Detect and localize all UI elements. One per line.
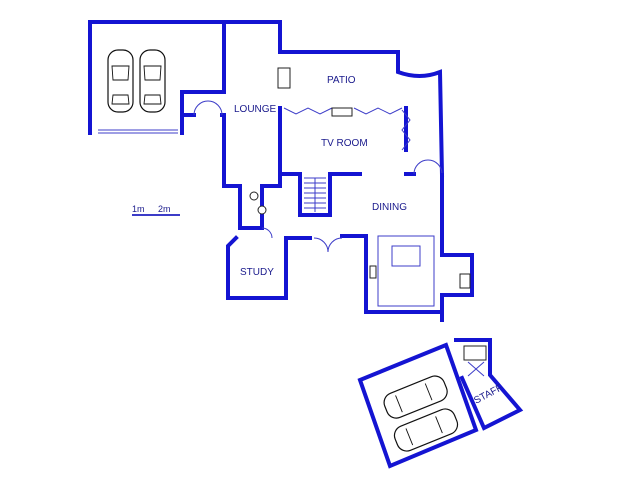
study-walls [226, 235, 343, 300]
garage-top [88, 20, 226, 135]
room-label-lounge: LOUNGE [234, 104, 277, 115]
room-label-dining: DINING [372, 202, 407, 213]
car-4 [393, 408, 459, 452]
patio-tv-walls [278, 50, 445, 178]
room-label-staff: STAFF [472, 382, 504, 406]
car-2 [139, 49, 166, 113]
staff-walls [454, 338, 524, 431]
dining-kitchen-walls [340, 173, 474, 322]
room-label-study: STUDY [240, 267, 274, 278]
car-3 [383, 375, 448, 419]
lounge-walls [180, 20, 291, 188]
garage-bottom [357, 342, 479, 469]
staircase [298, 172, 332, 217]
scale-bar: 1m 2m [132, 204, 180, 216]
scale-label-1m: 1m [132, 204, 145, 214]
scale-label-2m: 2m [158, 204, 171, 214]
wc [238, 184, 273, 239]
room-label-tv-room: TV ROOM [321, 138, 368, 149]
room-label-patio: PATIO [327, 75, 356, 86]
car-1 [107, 49, 134, 113]
